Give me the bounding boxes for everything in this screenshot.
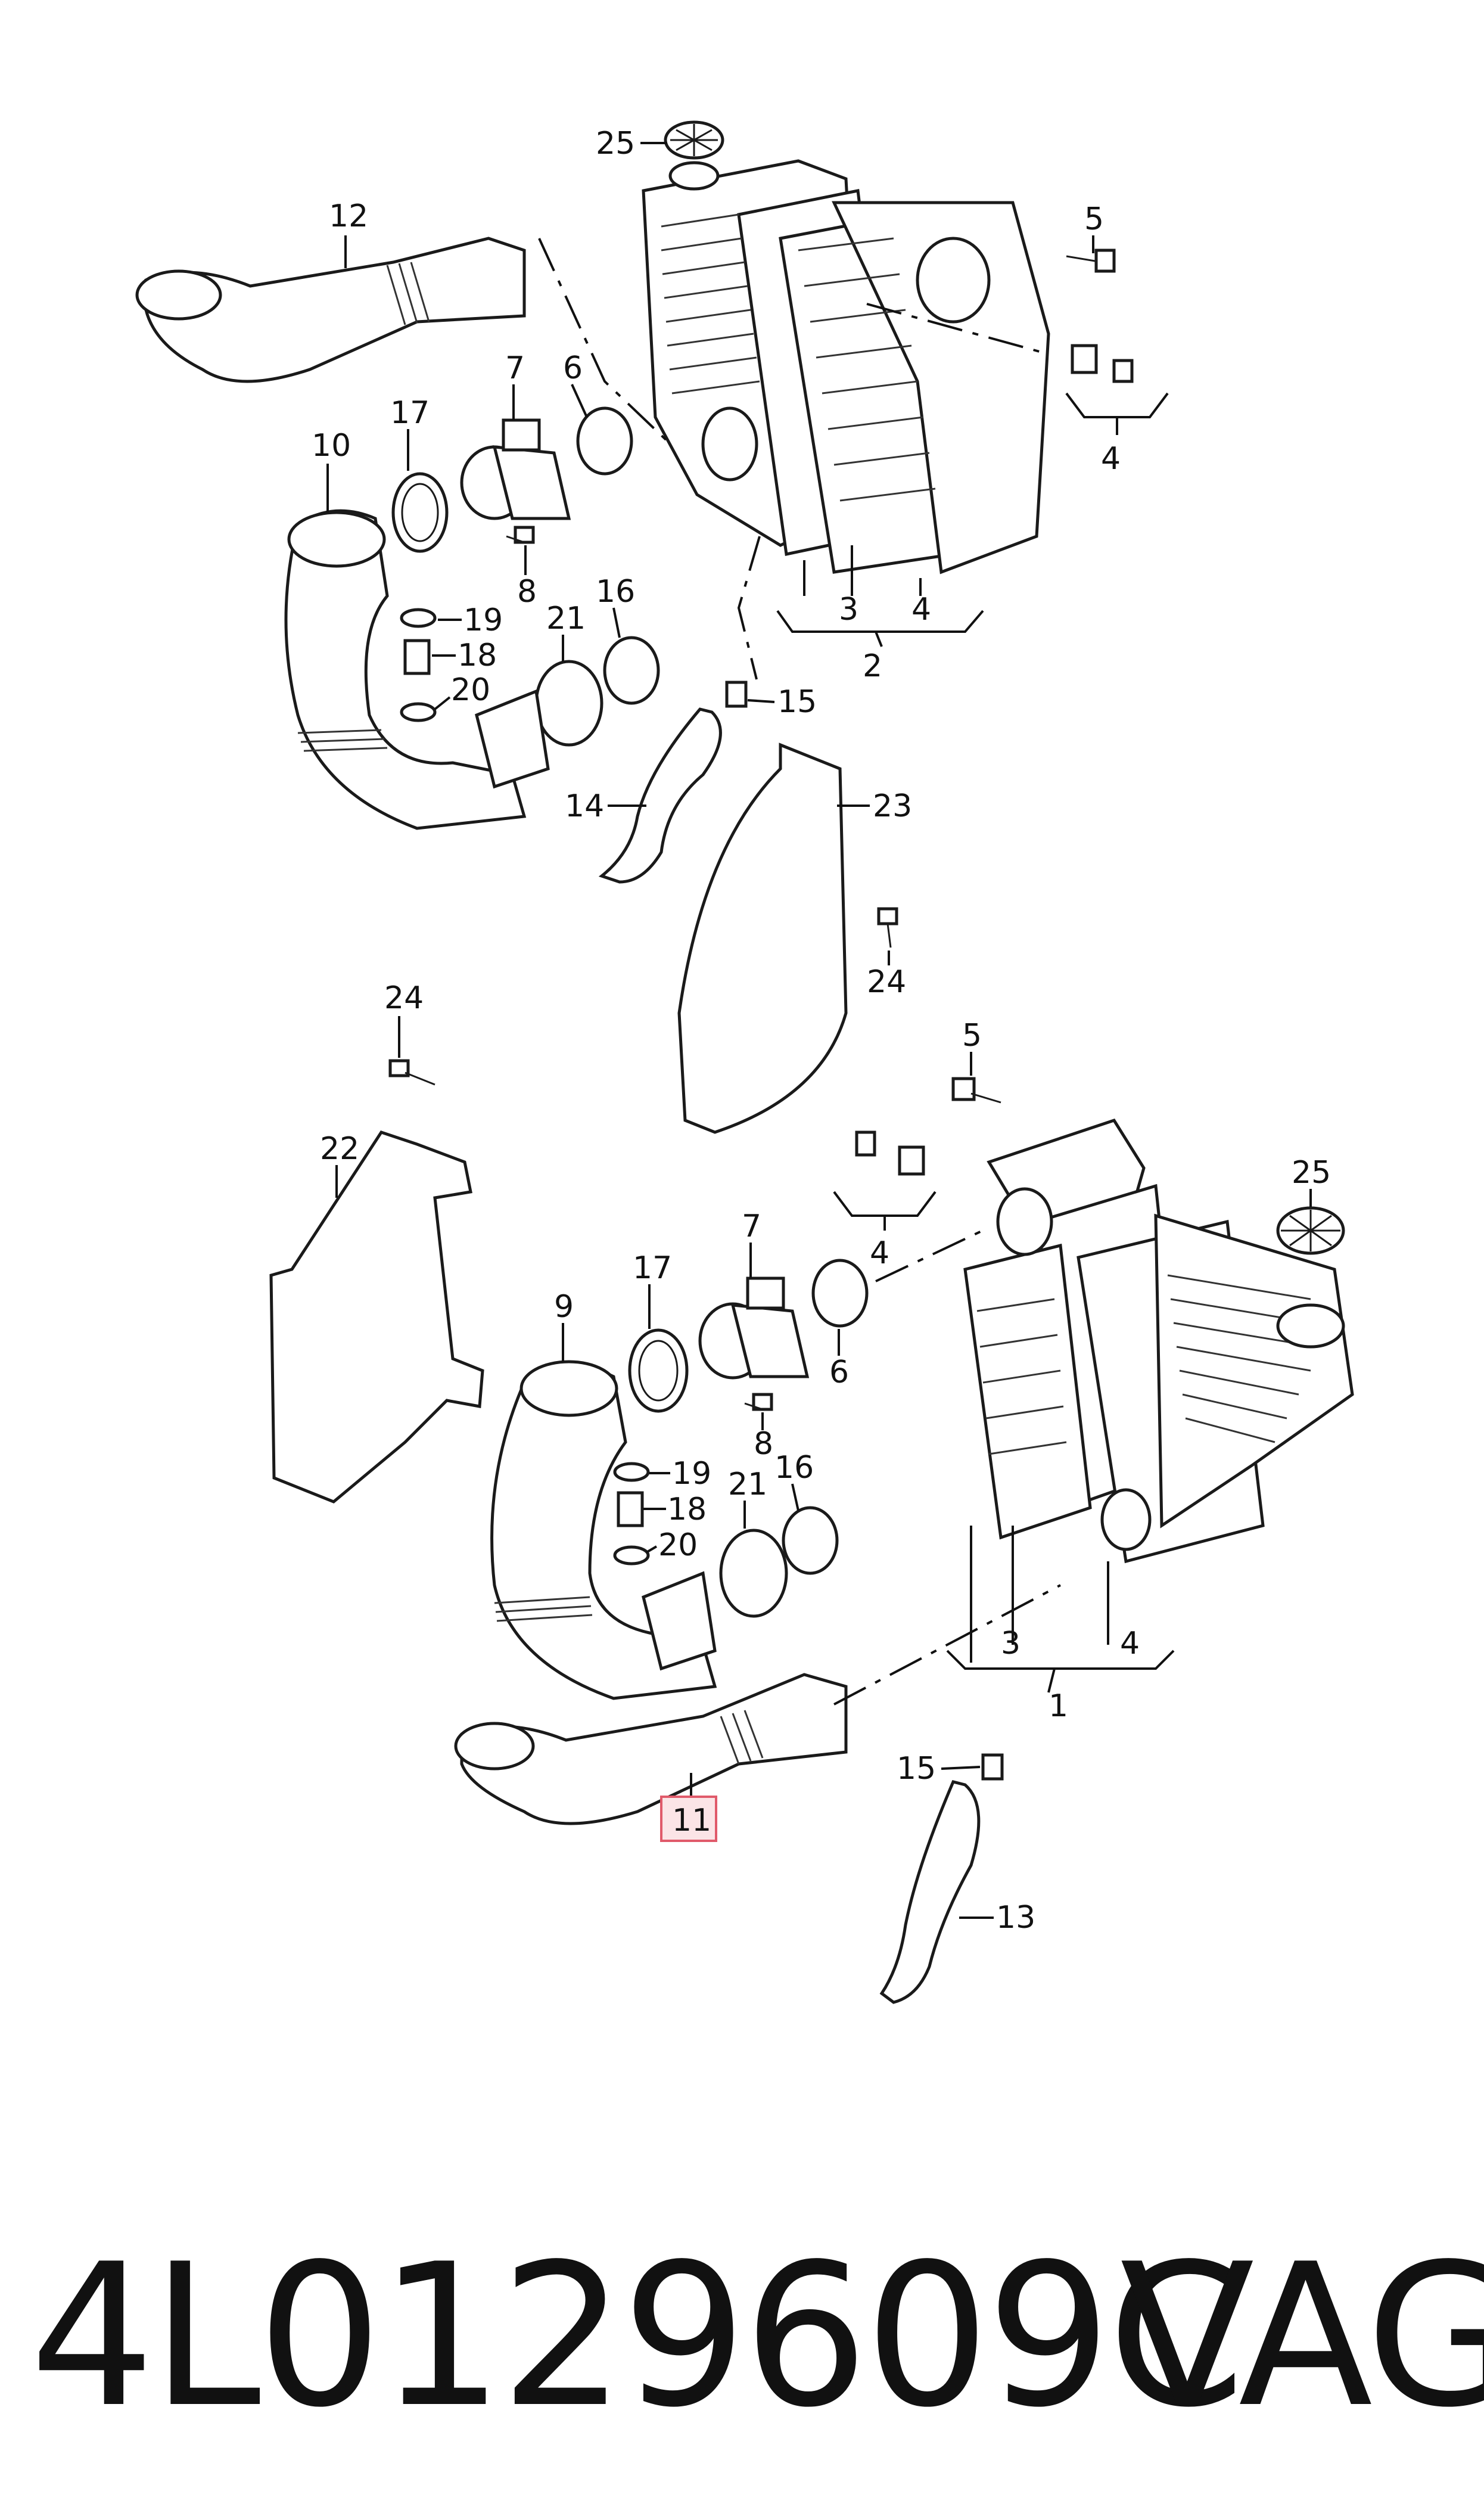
callout-20-bottom: 20 xyxy=(658,1527,698,1563)
part-12-intake-duct xyxy=(135,237,526,383)
assembly-line-top-3 xyxy=(737,536,761,680)
part-10-hose xyxy=(284,509,527,830)
callout-25-top: 25 xyxy=(596,126,635,161)
part-15-clip-top xyxy=(725,681,748,708)
callout-7-bottom: 7 xyxy=(742,1209,761,1244)
assembly-line-top-2 xyxy=(866,303,1040,353)
callout-18-bottom: 18 xyxy=(667,1492,707,1527)
part-21-seal-bottom xyxy=(719,1529,788,1618)
callout-22: 22 xyxy=(320,1131,359,1167)
callout-24-left: 24 xyxy=(384,980,424,1016)
air-filter-housing-bottom xyxy=(963,1119,1354,1564)
part-5-bolt-bottom xyxy=(951,1077,1001,1104)
callout-6-top: 6 xyxy=(563,350,583,386)
callout-4b-top: 4 xyxy=(911,592,931,628)
callout-15-top: 15 xyxy=(777,684,817,720)
exploded-parts-diagram: 25 12 5 7 6 17 10 4 8 19 21 16 18 20 3 4… xyxy=(135,120,1354,2004)
callout-13: 13 xyxy=(996,1900,1035,1936)
callout-12: 12 xyxy=(329,198,368,234)
callout-5-bottom: 5 xyxy=(962,1018,982,1054)
part-11-intake-duct xyxy=(454,1673,848,1825)
parts-18-19-20-top xyxy=(400,608,437,722)
callout-5-top: 5 xyxy=(1084,201,1104,237)
callout-10: 10 xyxy=(312,428,351,464)
callout-16-top: 16 xyxy=(596,574,635,610)
callout-8-top: 8 xyxy=(517,574,537,610)
part-24-screw-mid xyxy=(877,907,898,948)
bracket-2 xyxy=(776,610,984,647)
part-16-clamp-bottom xyxy=(782,1506,839,1575)
callout-20-top: 20 xyxy=(451,672,490,708)
air-filter-housing-top xyxy=(642,159,1050,574)
callout-3-bottom: 3 xyxy=(1001,1626,1021,1661)
callout-21-top: 21 xyxy=(546,601,586,636)
callout-14: 14 xyxy=(565,788,604,824)
highlight-box xyxy=(660,1796,717,1842)
part-8-screw-top xyxy=(506,526,535,544)
callout-11-highlighted: 11 xyxy=(660,1773,717,1842)
callout-6-bottom: 6 xyxy=(829,1355,849,1390)
brand-text: VAG xyxy=(1120,2222,1484,2450)
callout-17-top: 17 xyxy=(390,395,430,431)
callout-18-top: 18 xyxy=(458,638,497,673)
callout-15-bottom: 15 xyxy=(897,1751,936,1787)
top-assembly xyxy=(135,120,1169,1134)
part-14-hose xyxy=(598,707,722,884)
hose-joint-top xyxy=(475,689,550,789)
part-4-grommets-bottom xyxy=(855,1130,925,1176)
callout-17-bottom: 17 xyxy=(633,1250,672,1286)
callout-23: 23 xyxy=(873,788,912,824)
part-17-clamp-top xyxy=(391,472,449,553)
callout-19-top: 19 xyxy=(463,602,503,638)
part-6-seal-bottom xyxy=(811,1259,869,1328)
assembly-line-bottom-2 xyxy=(833,1584,1061,1706)
filter-ribs-top xyxy=(661,213,936,502)
callout-4-bottom: 4 xyxy=(870,1235,889,1271)
part-16-clamp-top xyxy=(603,636,660,705)
callout-2: 2 xyxy=(863,648,882,684)
callout-11: 11 xyxy=(672,1803,711,1838)
part-5-bolt-top xyxy=(1066,249,1116,273)
bracket-1 xyxy=(946,1650,1175,1693)
callout-24-mid: 24 xyxy=(867,964,906,1000)
part-4-grommets-top xyxy=(1071,344,1134,383)
callout-4-top: 4 xyxy=(1101,441,1121,477)
callout-labels: 25 12 5 7 6 17 10 4 8 19 21 16 18 20 3 4… xyxy=(312,126,1331,1936)
callout-25-bottom: 25 xyxy=(1292,1155,1331,1191)
part-23-shield xyxy=(677,743,848,1134)
part-21-seal-top xyxy=(534,660,603,747)
callout-3-top: 3 xyxy=(839,592,858,628)
bracket-4-top xyxy=(1065,392,1169,435)
part-25-cap-bottom xyxy=(1276,1206,1345,1255)
part-6-seal-top xyxy=(576,406,633,476)
callout-21-bottom: 21 xyxy=(728,1467,767,1502)
hose-joint-bottom xyxy=(642,1571,717,1671)
part-22-heat-shield xyxy=(269,1130,484,1504)
bracket-4-bottom xyxy=(833,1191,937,1231)
part-7-maf-sensor-bottom xyxy=(698,1276,810,1380)
callout-8-bottom: 8 xyxy=(754,1426,773,1462)
assembly-line-bottom-1 xyxy=(875,1226,990,1282)
part-9-hose xyxy=(490,1360,717,1700)
part-7-maf-sensor-top xyxy=(460,418,571,520)
callout-16-bottom: 16 xyxy=(774,1450,814,1486)
parts-18-19-20-bottom xyxy=(613,1462,650,1566)
footer: 4L0129609C VAG xyxy=(0,2217,1484,2455)
part-13-hose xyxy=(879,1780,981,2004)
part-17-clamp-bottom xyxy=(628,1328,689,1413)
part-24-screw-left xyxy=(388,1059,435,1086)
callout-7-top: 7 xyxy=(505,350,525,386)
assembly-line-top-1 xyxy=(538,238,668,442)
callout-19-bottom: 19 xyxy=(672,1456,711,1492)
part-25-cap-top xyxy=(664,120,724,160)
part-number-text: 4L0129609C xyxy=(30,2222,1245,2450)
callout-4b-bottom: 4 xyxy=(1120,1626,1140,1661)
bottom-assembly xyxy=(269,1059,1354,2004)
callout-1: 1 xyxy=(1049,1688,1068,1724)
callout-9: 9 xyxy=(554,1289,574,1325)
part-15-clip-bottom xyxy=(981,1753,1004,1781)
part-8-screw-bottom xyxy=(744,1393,773,1411)
